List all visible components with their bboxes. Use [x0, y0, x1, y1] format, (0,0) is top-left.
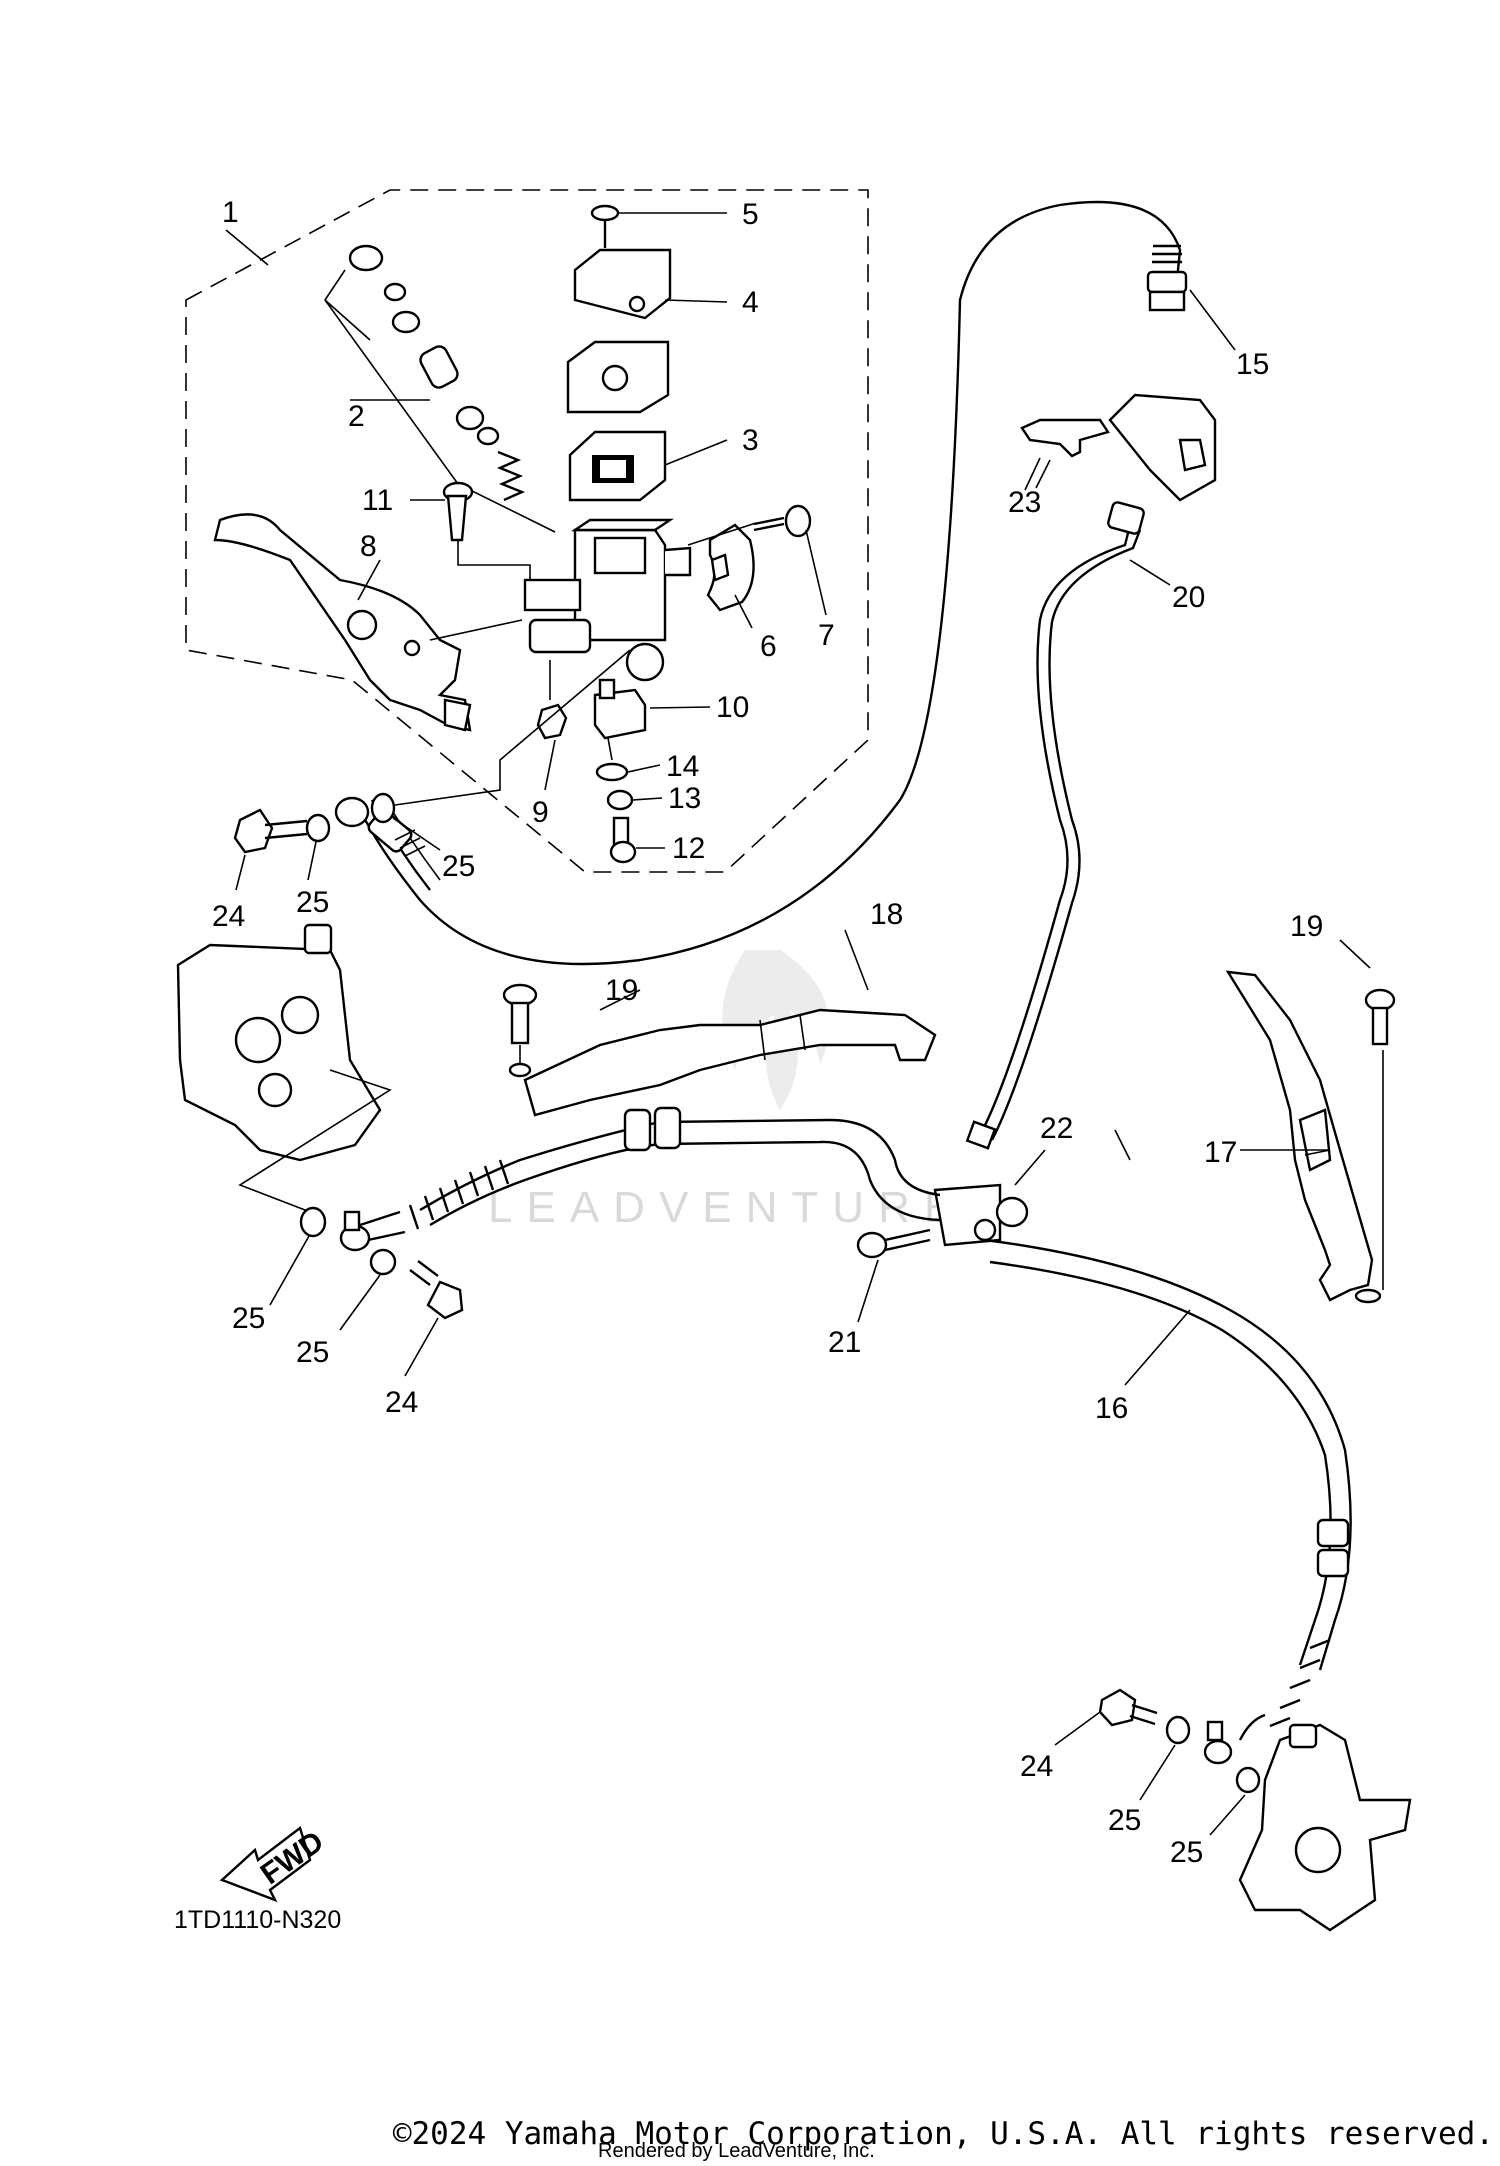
callout-14: 14 [666, 750, 699, 783]
watermark-text: LEADVENTURE [488, 1183, 967, 1232]
banjo-bolt-13 [606, 789, 634, 811]
callout-labels: 1 2 3 4 5 6 7 8 9 10 11 12 13 14 15 16 1… [212, 196, 1323, 1869]
callout-16: 16 [1095, 1392, 1128, 1425]
callout-4: 4 [742, 286, 759, 319]
nut-9 [536, 660, 568, 740]
callout-25-top-b: 25 [442, 850, 475, 883]
callout-25-lower-a: 25 [232, 1302, 265, 1335]
clamp-bolt-7 [687, 504, 812, 546]
right-brake-caliper [1238, 1723, 1412, 1932]
reservoir-cap-4 [573, 248, 672, 320]
master-cylinder-assembly-boundary [185, 189, 869, 873]
washer-25-top-b [370, 792, 396, 824]
screw-12 [609, 816, 637, 864]
callout-11: 11 [362, 484, 393, 517]
fitting-15 [1108, 244, 1217, 502]
brake-pipe-20 [965, 501, 1145, 1150]
washer-22 [995, 1196, 1029, 1228]
callout-10: 10 [716, 691, 749, 724]
callout-12: 12 [672, 832, 705, 865]
brake-switch-10 [593, 678, 647, 761]
three-way-joint [933, 1183, 1002, 1247]
master-cylinder-body [523, 518, 692, 682]
pivot-bolt-11 [442, 481, 531, 580]
callout-18: 18 [870, 898, 903, 931]
callout-5: 5 [742, 198, 759, 231]
fwd-arrow-icon: FWD [219, 1825, 330, 1903]
callout-25-right-b: 25 [1170, 1836, 1203, 1869]
callout-1: 1 [222, 196, 239, 229]
callout-13: 13 [668, 782, 701, 815]
handlebar-clamp-6 [706, 523, 755, 612]
callout-24-right: 24 [1020, 1750, 1053, 1783]
callout-23: 23 [1008, 486, 1041, 519]
washer-25-top-a [305, 813, 331, 843]
callout-22: 22 [1040, 1112, 1073, 1145]
callout-3: 3 [742, 424, 759, 457]
banjo-bolt-24-right [1098, 1688, 1158, 1727]
callout-17: 17 [1204, 1136, 1237, 1169]
diaphragm-3 [568, 430, 667, 502]
washer-25-right-b [1235, 1766, 1261, 1794]
callout-20: 20 [1172, 581, 1205, 614]
hose-protector-17 [1225, 970, 1374, 1302]
callout-19-left: 19 [605, 974, 638, 1007]
washer-25-lower-a [299, 1206, 327, 1238]
callout-25-lower-b: 25 [296, 1336, 329, 1369]
washer-14 [595, 762, 629, 782]
diagram-code: 1TD1110-N320 [174, 1906, 341, 1934]
callout-25-top-a: 25 [296, 886, 329, 919]
piston-kit-2 [324, 244, 556, 533]
callout-24-lower: 24 [385, 1386, 418, 1419]
callout-21: 21 [828, 1326, 861, 1359]
bolt-19-left [502, 983, 538, 1078]
banjo-fitting-top [334, 649, 631, 828]
left-brake-caliper [176, 923, 392, 1216]
clip-23 [1020, 418, 1110, 491]
callout-15: 15 [1236, 348, 1269, 381]
callout-2: 2 [348, 400, 365, 433]
rendered-by-note: Rendered by LeadVenture, Inc. [598, 2140, 875, 2162]
banjo-bolt-24-lower [409, 1260, 464, 1320]
brake-hose-left [339, 1106, 941, 1252]
banjo-bolt-24-top [233, 808, 308, 854]
callout-19-right: 19 [1290, 910, 1323, 943]
callout-8: 8 [360, 530, 377, 563]
callout-24-top: 24 [212, 900, 245, 933]
bolt-19-right [1354, 988, 1396, 1304]
cap-screw-5 [590, 204, 727, 248]
diaphragm-plate [566, 340, 670, 414]
washer-25-lower-b [369, 1248, 397, 1276]
brake-lever-8 [213, 513, 523, 732]
washer-25-right-a [1165, 1715, 1191, 1745]
callout-25-right-a: 25 [1108, 1804, 1141, 1837]
brake-hose-main [358, 200, 1182, 966]
brake-hose-16 [984, 1238, 1352, 1765]
bolt-21 [856, 1228, 931, 1259]
hose-protector-18 [523, 1008, 937, 1117]
copyright-notice: ©2024 Yamaha Motor Corporation, U.S.A. A… [392, 2116, 1494, 2152]
leader-lines [235, 289, 1371, 1836]
callout-6: 6 [760, 630, 777, 663]
callout-9: 9 [532, 796, 549, 829]
callout-7: 7 [818, 619, 835, 652]
